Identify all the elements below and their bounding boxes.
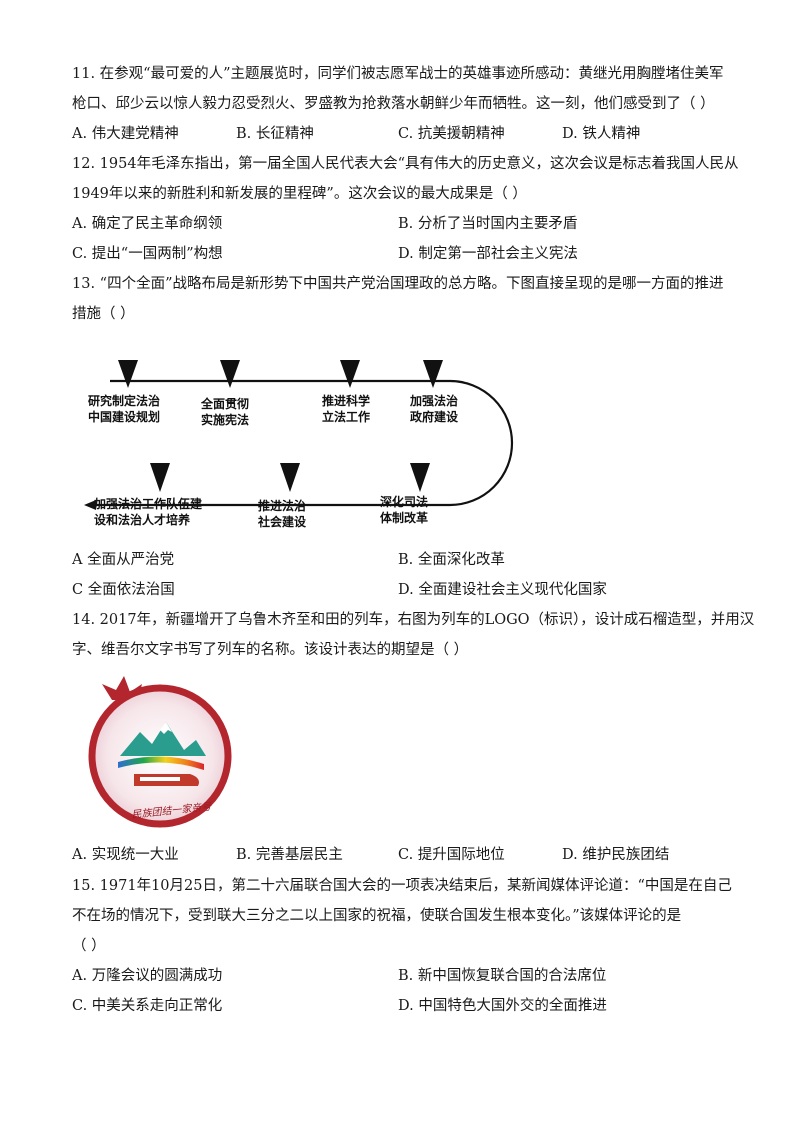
diagram-label-bottom-3-line1: 深化司法 xyxy=(380,494,428,509)
train-pomegranate-logo: 民族团结一家亲号 xyxy=(88,676,232,828)
q13-option-d[interactable]: D. 全面建设社会主义现代化国家 xyxy=(398,582,607,598)
q13-option-b[interactable]: B. 全面深化改革 xyxy=(398,552,505,568)
q13-stem-line2: 措施（ ） xyxy=(72,306,135,322)
diagram-label-bottom-1-line1: 加强法治工作队伍建 xyxy=(93,496,203,511)
diagram-label-bottom-1-line2: 设和法治人才培养 xyxy=(94,512,190,527)
diagram-label-top-4-line1: 加强法治 xyxy=(409,393,458,408)
diagram-label-top-1-line1: 研究制定法治 xyxy=(88,393,160,408)
marker-triangle-icon xyxy=(118,360,138,388)
diagram-label-top-3-line1: 推进科学 xyxy=(322,393,370,408)
diagram-label-bottom-2-line2: 社会建设 xyxy=(257,514,307,529)
q11-stem-line1: 11. 在参观“最可爱的人”主题展览时，同学们被志愿军战士的英雄事迹所感动：黄继… xyxy=(72,66,724,82)
diagram-label-top-3-line2: 立法工作 xyxy=(322,409,370,424)
q12-stem-line1: 12. 1954年毛泽东指出，第一届全国人民代表大会“具有伟大的历史意义，这次会… xyxy=(72,156,739,172)
q11-option-a[interactable]: A. 伟大建党精神 xyxy=(72,126,179,142)
diagram-label-top-4-line2: 政府建设 xyxy=(410,409,459,424)
marker-triangle-icon xyxy=(410,463,430,492)
rainbow-ribbon-icon xyxy=(118,756,204,770)
q15-stem-line3: （ ） xyxy=(72,938,106,954)
diagram-label-top-2-line1: 全面贯彻 xyxy=(200,396,249,411)
q14-option-b[interactable]: B. 完善基层民主 xyxy=(236,847,343,863)
q15-option-b[interactable]: B. 新中国恢复联合国的合法席位 xyxy=(398,968,607,984)
q15-option-a[interactable]: A. 万隆会议的圆满成功 xyxy=(72,968,223,984)
q11-option-b[interactable]: B. 长征精神 xyxy=(236,126,314,142)
q14-option-d[interactable]: D. 维护民族团结 xyxy=(562,847,670,863)
q15-option-c[interactable]: C. 中美关系走向正常化 xyxy=(72,998,223,1014)
q12-option-a[interactable]: A. 确定了民主革命纲领 xyxy=(72,216,223,232)
marker-triangle-icon xyxy=(423,360,443,388)
q11-option-d[interactable]: D. 铁人精神 xyxy=(562,126,641,142)
diagram-label-bottom-3-line2: 体制改革 xyxy=(380,510,428,525)
process-path-line xyxy=(92,379,514,507)
rule-of-law-measures-diagram: 研究制定法治 中国建设规划 全面贯彻 实施宪法 推进科学 立法工作 加强法治 政… xyxy=(84,360,514,529)
q14-stem-line2: 字、维吾尔文字书写了列车的名称。该设计表达的期望是（ ） xyxy=(72,642,469,658)
q13-option-c[interactable]: C 全面依法治国 xyxy=(72,582,175,598)
marker-triangle-icon xyxy=(340,360,360,388)
diagram-label-top-1-line2: 中国建设规划 xyxy=(88,409,160,424)
diagram-label-top-2-line2: 实施宪法 xyxy=(201,412,249,427)
q11-stem-line2: 枪口、邱少云以惊人毅力忍受烈火、罗盛教为抢救落水朝鲜少年而牺牲。这一刻，他们感受… xyxy=(72,96,715,112)
q11-option-c[interactable]: C. 抗美援朝精神 xyxy=(398,126,505,142)
q15-stem-line1: 15. 1971年10月25日，第二十六届联合国大会的一项表决结束后，某新闻媒体… xyxy=(72,878,732,894)
q12-option-d[interactable]: D. 制定第一部社会主义宪法 xyxy=(398,246,578,262)
diagram-label-bottom-2-line1: 推进法治 xyxy=(258,498,306,513)
q12-option-b[interactable]: B. 分析了当时国内主要矛盾 xyxy=(398,216,578,232)
q14-stem-line1: 14. 2017年，新疆增开了乌鲁木齐至和田的列车，右图为列车的LOGO（标识）… xyxy=(72,612,755,628)
marker-triangle-icon xyxy=(220,360,240,388)
q13-option-a[interactable]: A 全面从严治党 xyxy=(72,552,175,568)
marker-triangle-icon xyxy=(150,463,170,492)
q14-option-a[interactable]: A. 实现统一大业 xyxy=(72,847,179,863)
q13-stem-line1: 13. “四个全面”战略布局是新形势下中国共产党治国理政的总方略。下图直接呈现的… xyxy=(72,276,724,292)
q12-option-c[interactable]: C. 提出“一国两制”构想 xyxy=(72,246,223,262)
q15-stem-line2: 不在场的情况下，受到联大三分之二以上国家的祝福，使联合国发生根本变化。”该媒体评… xyxy=(72,908,682,924)
mountain-icon xyxy=(120,722,206,756)
marker-triangle-icon xyxy=(280,463,300,492)
q15-option-d[interactable]: D. 中国特色大国外交的全面推进 xyxy=(398,998,607,1014)
q14-option-c[interactable]: C. 提升国际地位 xyxy=(398,847,505,863)
path-arrowhead-icon xyxy=(84,500,96,510)
q12-stem-line2: 1949年以来的新胜利和新发展的里程碑”。这次会议的最大成果是（ ） xyxy=(72,186,527,202)
